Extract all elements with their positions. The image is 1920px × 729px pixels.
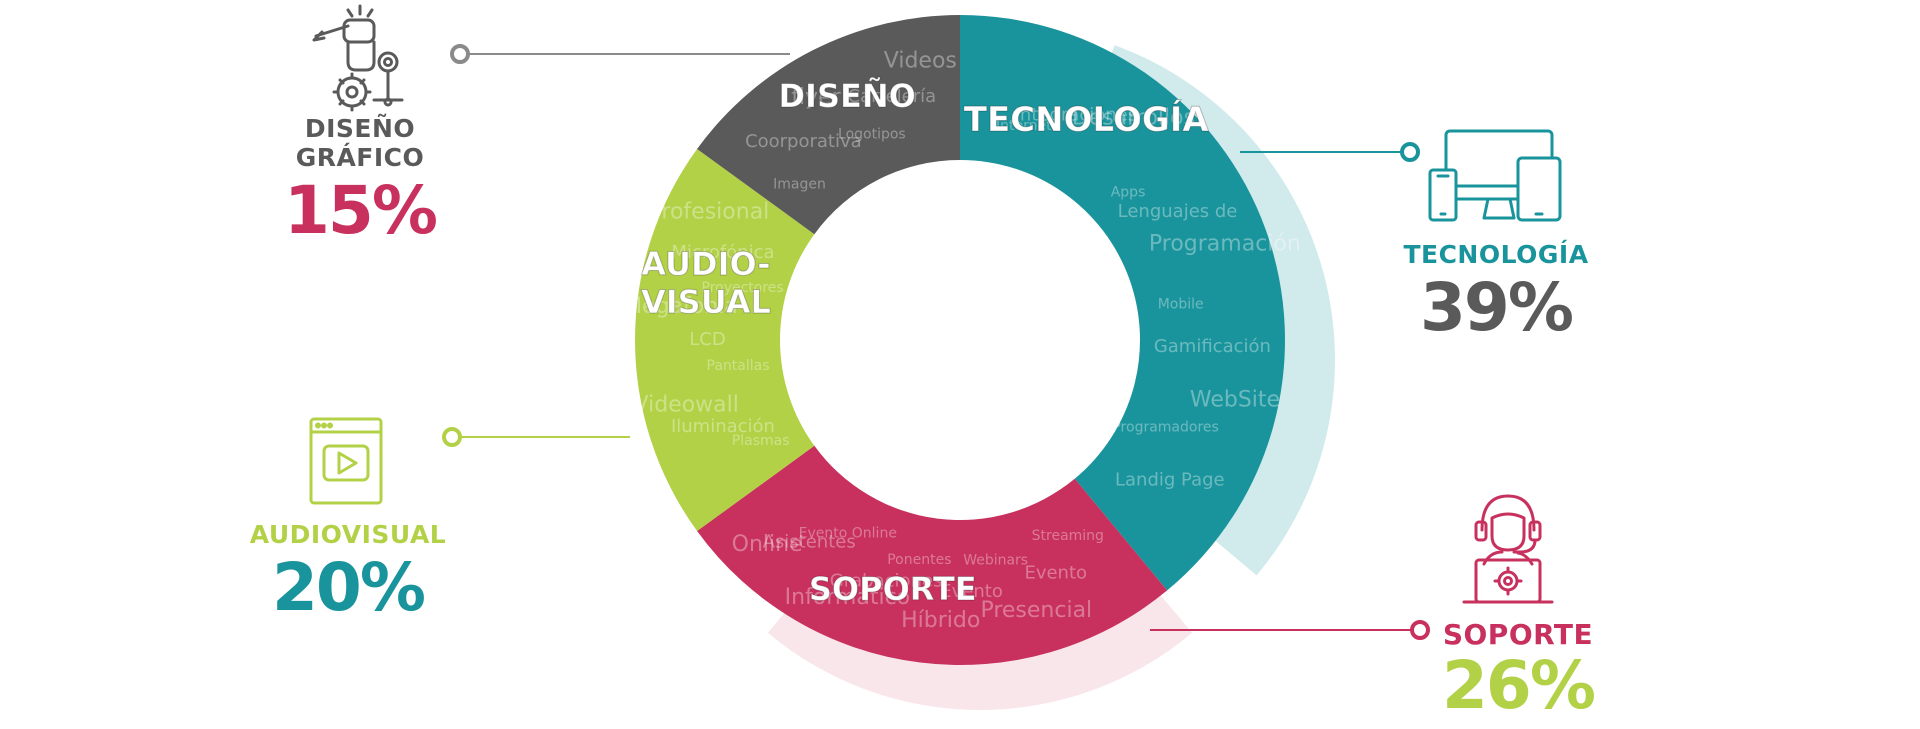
word-audiovisual: Megafonía <box>623 294 738 319</box>
ring-label-soporte: SOPORTE <box>809 570 977 608</box>
callout-soporte: SOPORTE 26% <box>1398 618 1638 719</box>
hand-pencil-gears-icon <box>312 4 404 112</box>
leader-dot-diseno <box>450 44 470 64</box>
word-soporte: Informático <box>785 585 911 610</box>
leader-dot-audiovisual <box>442 427 462 447</box>
callout-diseno: DISEÑO GRÁFICO 15% <box>240 114 480 244</box>
word-audiovisual: Microfónica <box>671 242 774 263</box>
video-player-icon <box>309 417 383 505</box>
slice-diseno <box>697 15 960 235</box>
callout-soporte-pct: 26% <box>1442 647 1596 724</box>
word-tecnologia: Desarrollos <box>1072 105 1195 130</box>
word-tecnologia: Apps <box>1111 185 1146 201</box>
word-diseno: Imagen <box>773 176 826 192</box>
word-audiovisual: Profesional <box>649 200 770 225</box>
word-tecnologia: Internet <box>996 118 1052 134</box>
word-tecnologia: Lenguajes de <box>1118 201 1238 222</box>
slice-soporte <box>697 445 1168 666</box>
word-soporte: Ponentes <box>887 552 951 568</box>
callout-audiovisual-title: AUDIOVISUAL <box>249 520 447 549</box>
word-tecnologia: Landig Page <box>1115 469 1225 490</box>
word-soporte: Webinars <box>963 553 1028 569</box>
word-soporte: Online <box>732 532 803 557</box>
callout-audiovisual: AUDIOVISUAL 20% <box>228 520 468 621</box>
support-agent-icon <box>1462 494 1554 604</box>
callout-tecnologia-pct: 39% <box>1420 269 1574 346</box>
word-audiovisual: LCD <box>689 329 725 350</box>
word-tecnologia: Gamificación <box>1154 336 1271 357</box>
slice-tecnologia <box>960 15 1285 591</box>
word-tecnologia: WebSite <box>1190 387 1280 412</box>
callout-tecnologia-title: TECNOLOGÍA <box>1403 240 1589 269</box>
ring-label-audiovisual: VISUAL <box>641 283 771 321</box>
ring-label-diseno: DISEÑO <box>778 77 915 115</box>
leader-dot-soporte <box>1410 620 1430 640</box>
word-soporte: Grabaciones <box>830 570 943 591</box>
callout-soporte-title: SOPORTE <box>1442 618 1594 651</box>
word-audiovisual: Videowall <box>634 392 739 417</box>
ring-label-tecnologia: TECNOLOGÍA <box>964 99 1210 140</box>
word-diseno: Coorporativa <box>745 131 862 152</box>
word-audiovisual: Pantallas <box>707 358 770 374</box>
word-soporte: Evento Online <box>799 525 897 541</box>
word-diseno: flyer <box>791 85 841 110</box>
leader-dot-tecnologia <box>1400 142 1420 162</box>
callout-diseno-title: DISEÑO GRÁFICO <box>295 114 425 172</box>
word-tecnologia: Integraciones <box>1015 105 1137 126</box>
word-tecnologia: Programación <box>1149 232 1301 257</box>
word-diseno: Videos <box>884 48 957 73</box>
slice-audiovisual <box>635 148 815 532</box>
word-audiovisual: Plasmas <box>732 433 790 449</box>
callout-diseno-pct: 15% <box>284 172 438 249</box>
word-soporte: Evento <box>1024 563 1087 584</box>
word-soporte: Híbrido <box>901 608 980 633</box>
word-audiovisual: Proyectores <box>702 280 784 296</box>
word-soporte: Presencial <box>980 598 1092 623</box>
word-soporte: Streaming <box>1032 528 1104 544</box>
callout-tecnologia: TECNOLOGÍA 39% <box>1376 240 1616 341</box>
word-diseno: Logotipos <box>838 127 906 143</box>
word-soporte: Asistentes <box>763 531 856 552</box>
word-soporte: Evento <box>940 581 1003 602</box>
word-tecnologia: Programadores <box>1112 420 1218 436</box>
devices-icon <box>1428 129 1562 222</box>
word-tecnologia: Mobile <box>1158 297 1204 313</box>
callout-audiovisual-pct: 20% <box>272 549 426 626</box>
word-audiovisual: Iluminación <box>671 416 775 437</box>
word-diseno: Cartelería <box>848 86 937 107</box>
ring-label-audiovisual: AUDIO- <box>641 245 770 283</box>
